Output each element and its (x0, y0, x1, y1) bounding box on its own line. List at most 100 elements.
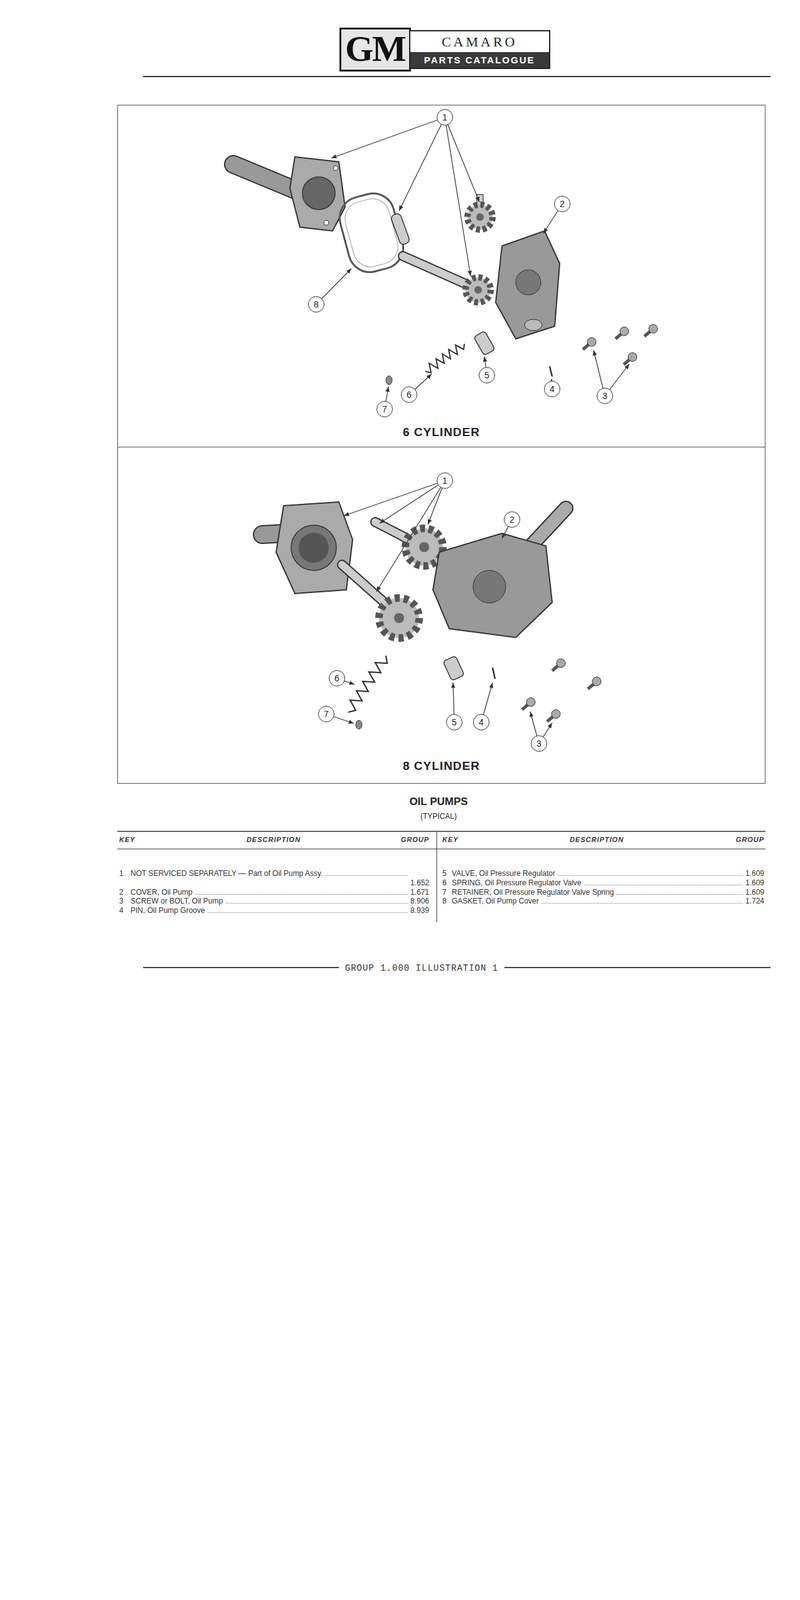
screw-head (628, 352, 637, 362)
table-cell: RETAINER, Oil Pressure Regulator Valve S… (451, 887, 614, 898)
screw-head (592, 677, 602, 686)
bolt-hole (333, 165, 339, 171)
table-cell: VALVE, Oil Pressure Regulator (451, 869, 556, 879)
illustration-panel: 6 CYLINDER12856743 (117, 104, 766, 448)
gear-hub (474, 286, 482, 294)
callout-text: 8 (313, 299, 319, 309)
table-header: GROUP (736, 835, 765, 845)
key-number: 4 (119, 906, 124, 916)
leader-line (399, 117, 445, 211)
drive-shaft (402, 256, 470, 286)
table-header: GROUP (400, 835, 430, 845)
table-cell: GASKET, Oil Pump Cover (451, 896, 539, 907)
dot-leader (195, 894, 408, 895)
leader-line (343, 480, 445, 516)
oil-pump-8-cylinder (262, 501, 602, 730)
part-description: SCREW or BOLT, Oil Pump (130, 896, 223, 906)
cover-port (515, 269, 541, 295)
bolt-hole (323, 220, 329, 226)
title-box: CAMAROPARTS CATALOGUE (409, 30, 551, 70)
group-number: 1.609 (745, 878, 765, 888)
table-cell: PIN, Oil Pump Groove (130, 906, 206, 916)
callout-number: 2 (554, 195, 571, 213)
callout-number: 4 (544, 380, 561, 398)
table-rule (117, 830, 766, 832)
key-number: 7 (442, 887, 447, 898)
pump-cover (495, 230, 560, 339)
table-rules (117, 831, 766, 923)
key-number: 2 (119, 887, 124, 898)
leader-line (444, 117, 471, 277)
callout-text: 5 (484, 370, 490, 380)
callout-text: 6 (406, 390, 412, 400)
callout-text: 2 (559, 199, 565, 209)
callout-number: 8 (308, 296, 325, 313)
pickup-tube (530, 508, 566, 546)
table-cell: SPRING, Oil Pressure Regulator Valve (451, 878, 582, 888)
gear-hub (394, 613, 405, 624)
cover-port (473, 570, 506, 603)
group-number: 8.939 (410, 906, 430, 916)
drive-shaft (402, 256, 470, 286)
panel-label: 6 CYLINDER (402, 425, 480, 440)
group-number: 1.609 (745, 887, 765, 898)
leader-lines-6 (316, 117, 630, 410)
group-number: 1.724 (745, 896, 765, 907)
footer-rule (504, 966, 771, 969)
key-number: 1 (119, 869, 124, 879)
dot-leader (584, 884, 743, 886)
title-text: CAMARO (410, 31, 550, 53)
gasket (341, 194, 403, 271)
screw-head (619, 326, 629, 336)
leader-line (444, 117, 480, 203)
table-rule (117, 848, 766, 850)
gear-hub (476, 213, 484, 221)
pickup-tube (530, 508, 566, 546)
table-cell: NOT SERVICED SEPARATELY — Part of Oil Pu… (130, 869, 346, 879)
group-number: 1.671 (410, 887, 430, 898)
idler-shaft (390, 212, 411, 246)
pump-cavity (302, 176, 336, 210)
callout-number: 7 (318, 705, 335, 723)
group-number: 8.906 (410, 896, 430, 907)
table-cell: SCREW or BOLT, Oil Pump (130, 896, 223, 907)
callout-text: 2 (509, 515, 515, 524)
callout-number: 4 (473, 714, 490, 731)
dot-leader (325, 875, 408, 876)
groove-pin (549, 366, 553, 377)
regulator-valve (473, 330, 496, 356)
illustration-panel: 8 CYLINDER1267543 (117, 446, 766, 784)
part-description: NOT SERVICED SEPARATELY — Part of Oil Pu… (130, 869, 324, 878)
spring-retainer (355, 720, 363, 730)
screw-head (556, 658, 566, 668)
table-header: DESCRIPTION (569, 835, 624, 845)
callout-number: 7 (376, 400, 393, 418)
leader-line (379, 480, 445, 524)
groove-pin (492, 667, 496, 679)
callout-number: 6 (328, 670, 346, 687)
footer-rule (143, 966, 339, 969)
dot-leader (541, 902, 743, 904)
part-description: VALVE, Oil Pressure Regulator (451, 869, 556, 878)
table-header: KEY (119, 835, 136, 845)
logo-box: GM (339, 27, 411, 72)
pump-cavity (291, 525, 337, 571)
callout-number: 3 (596, 387, 614, 405)
pump-body (276, 501, 353, 594)
dot-leader (557, 875, 743, 876)
idler-gear (467, 204, 493, 230)
callout-number: 1 (436, 472, 454, 489)
callout-text: 7 (382, 404, 388, 414)
callout-text: 3 (602, 391, 608, 401)
callout-number: 3 (530, 735, 548, 752)
group-number: 1.609 (745, 869, 765, 879)
pump-cavity (298, 532, 329, 563)
callout-text: 6 (334, 673, 340, 683)
dot-leader (207, 912, 408, 913)
caption: OIL PUMPS (409, 795, 468, 809)
panel-label: 8 CYLINDER (402, 759, 480, 774)
pump-body (289, 156, 346, 231)
table-header: DESCRIPTION (246, 835, 301, 845)
part-description: RETAINER, Oil Pressure Regulator Valve S… (451, 887, 614, 897)
